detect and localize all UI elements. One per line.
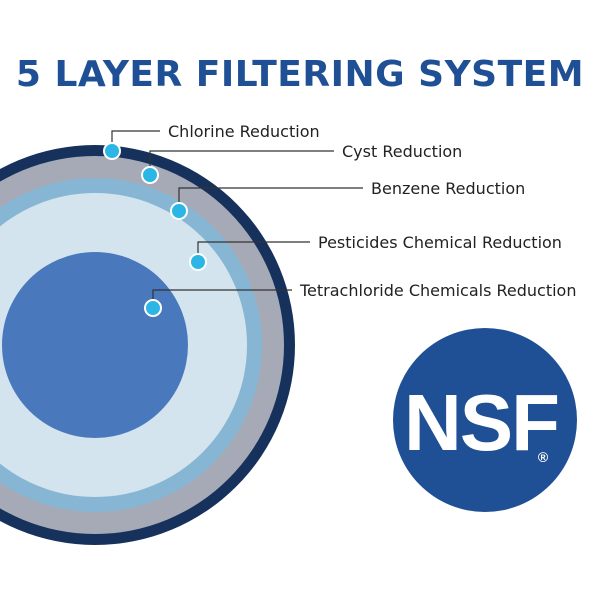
marker-dot-3 <box>170 202 188 220</box>
layer-label-chlorine: Chlorine Reduction <box>168 122 320 141</box>
layer-label-pesticides: Pesticides Chemical Reduction <box>318 233 562 252</box>
registered-mark: ® <box>538 449 549 465</box>
page-title: 5 LAYER FILTERING SYSTEM <box>15 54 585 95</box>
nsf-logo-circle <box>393 328 577 512</box>
layer-label-tetrachloride: Tetrachloride Chemicals Reduction <box>299 281 576 300</box>
marker-dot-4 <box>189 253 207 271</box>
layer-5-core <box>2 252 188 438</box>
marker-dot-5 <box>144 299 162 317</box>
marker-dot-1 <box>103 142 121 160</box>
nsf-logo: NSF ® <box>393 328 577 512</box>
layer-label-benzene: Benzene Reduction <box>371 179 525 198</box>
layer-label-cyst: Cyst Reduction <box>342 142 462 161</box>
nsf-logo-text: NSF <box>404 378 558 467</box>
marker-dot-2 <box>141 166 159 184</box>
